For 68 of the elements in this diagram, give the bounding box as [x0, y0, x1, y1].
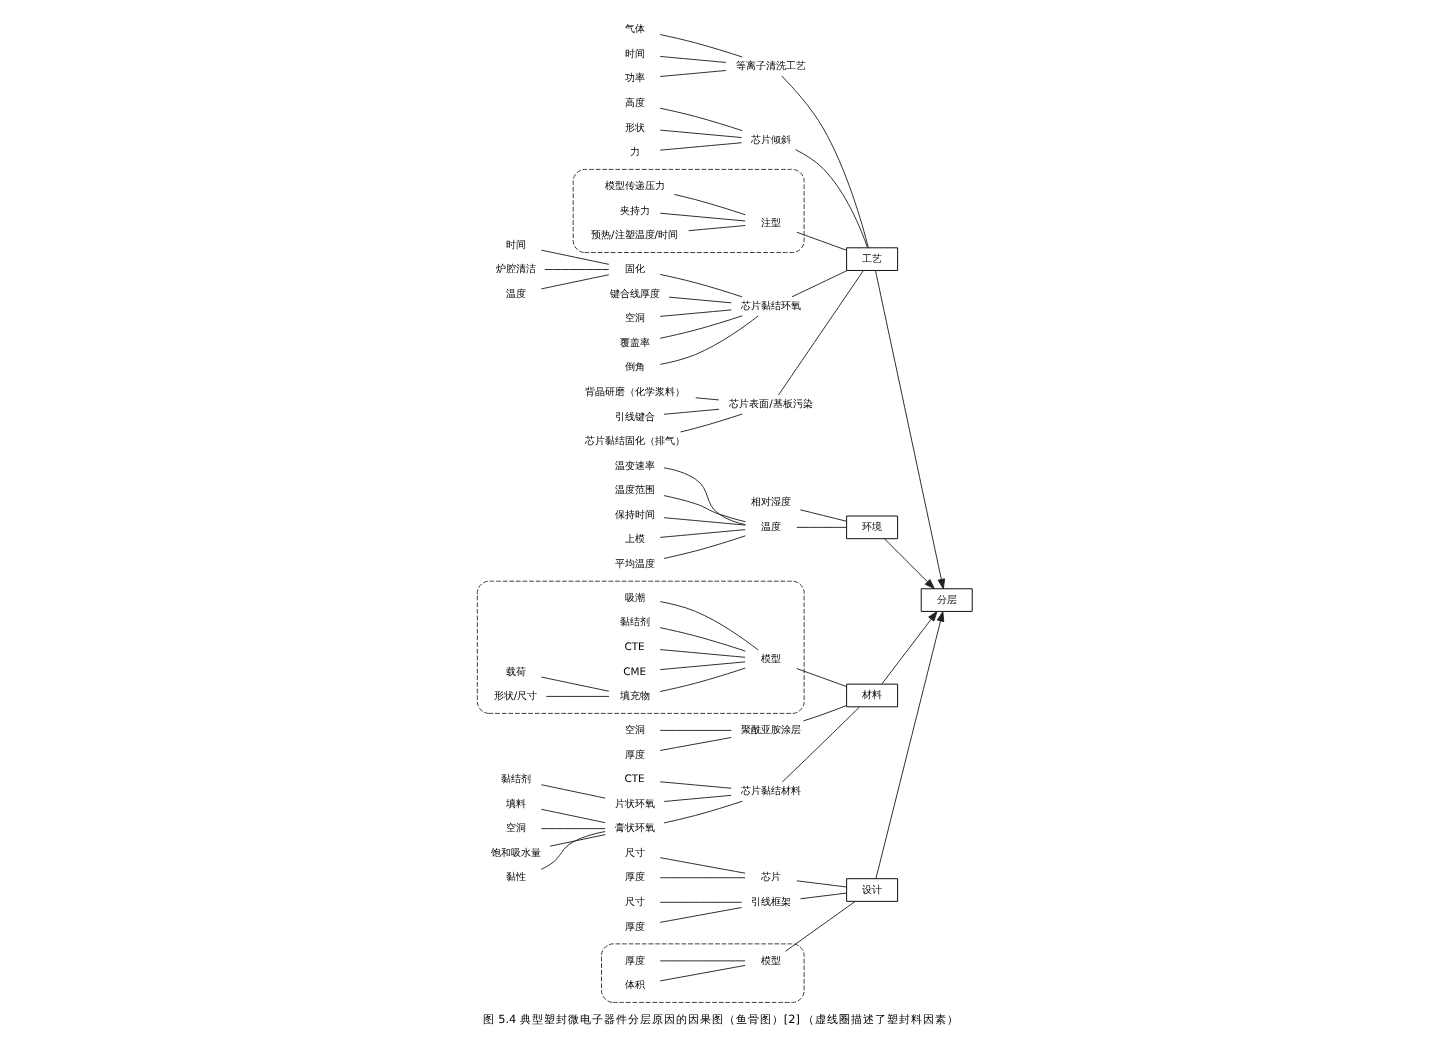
connector: [795, 526, 846, 528]
connector: [777, 270, 863, 396]
connector: [658, 877, 745, 879]
connector: [662, 408, 719, 415]
arrow: [880, 611, 937, 685]
connector: [658, 964, 745, 982]
connector: [662, 517, 745, 526]
connector: [658, 315, 758, 365]
connector: [662, 794, 731, 802]
connector: [539, 784, 605, 799]
connector: [667, 296, 731, 304]
cluster: [475, 580, 804, 714]
connector: [548, 834, 605, 847]
arrow: [882, 538, 934, 590]
connector: [658, 529, 745, 538]
connector: [658, 901, 742, 903]
connector: [662, 467, 745, 526]
connector: [658, 70, 726, 77]
connector: [658, 273, 742, 298]
connector: [795, 231, 846, 251]
connector: [662, 535, 745, 559]
connector: [539, 831, 605, 870]
cluster: [600, 943, 804, 1003]
connector: [783, 901, 855, 952]
arrow: [874, 270, 945, 590]
connector: [662, 800, 742, 824]
cluster: [571, 168, 804, 253]
connector: [658, 737, 731, 751]
arrow: [874, 611, 944, 880]
connector: [798, 892, 846, 900]
connector: [544, 695, 609, 697]
connector: [679, 413, 742, 433]
connector: [543, 269, 609, 270]
connector: [658, 34, 742, 58]
connector: [795, 668, 846, 687]
connector: [794, 149, 867, 248]
connector: [694, 397, 719, 401]
connector: [658, 729, 731, 731]
connector: [658, 960, 745, 962]
connector: [798, 509, 846, 522]
connector: [672, 193, 745, 216]
connector: [658, 107, 742, 132]
connector: [658, 649, 745, 658]
connector: [658, 661, 745, 671]
connector: [658, 857, 745, 874]
connector: [658, 55, 726, 63]
connector: [658, 315, 742, 339]
connector: [539, 828, 605, 830]
connector: [658, 907, 742, 923]
connector: [658, 781, 731, 789]
connector: [780, 706, 859, 783]
connector: [780, 75, 868, 249]
connector: [658, 142, 742, 151]
connector: [539, 274, 609, 290]
connector: [539, 808, 605, 824]
connector: [658, 309, 731, 317]
connector: [790, 270, 847, 298]
connector: [539, 249, 609, 265]
connector: [658, 667, 745, 692]
connector: [662, 495, 745, 523]
connector: [801, 705, 846, 722]
connector: [658, 129, 742, 138]
connector: [687, 225, 745, 232]
connector: [658, 212, 745, 222]
connector: [658, 627, 745, 652]
connector: [539, 676, 609, 692]
connector: [658, 601, 758, 651]
connector: [795, 880, 846, 888]
